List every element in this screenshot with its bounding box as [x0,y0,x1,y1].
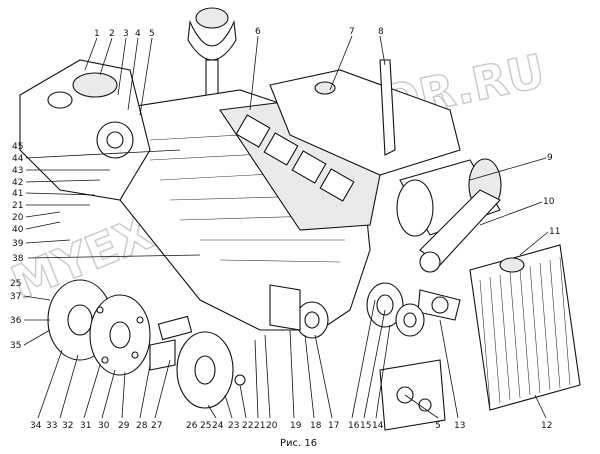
callout-12: 12 [541,421,552,431]
callout-25-left: 25 [10,279,21,289]
callout-17: 17 [328,421,339,431]
callout-36: 36 [10,316,22,326]
callout-34: 34 [30,421,42,431]
callout-3: 3 [123,29,129,39]
callout-21-left: 21 [12,201,23,211]
fuel-tank [269,59,461,176]
callout-9: 9 [547,153,553,163]
callout-38: 38 [12,254,24,264]
callout-11: 11 [549,227,560,237]
callout-35: 35 [10,341,21,351]
leader-lines [23,35,549,419]
callout-8: 8 [378,27,384,37]
radiator [469,244,581,411]
callout-15: 15 [360,421,371,431]
callout-labels: 1 2 3 4 5 6 7 8 9 10 11 12 13 5 14 15 16… [10,27,560,431]
callout-40: 40 [12,225,24,235]
callout-7: 7 [349,27,355,37]
callout-1: 1 [94,29,100,39]
callout-20-left: 20 [12,213,24,223]
callout-42: 42 [12,178,23,188]
callout-39: 39 [12,239,24,249]
fan [417,289,461,321]
callout-19: 19 [290,421,302,431]
callout-24: 24 [212,421,224,431]
callout-26: 26 [186,421,198,431]
callout-32: 32 [62,421,73,431]
callout-28: 28 [136,421,148,431]
callout-5-inset: 5 [435,421,441,431]
callout-22: 22 [242,421,253,431]
crank-pulleys [366,282,425,337]
callout-33: 33 [46,421,57,431]
fan-belt [419,189,501,273]
callout-29: 29 [118,421,130,431]
callout-23: 23 [228,421,239,431]
exploded-clutch-parts [47,279,246,409]
callout-37: 37 [10,292,21,302]
callout-18: 18 [310,421,322,431]
transmission-housing [19,59,151,201]
callout-4: 4 [135,29,141,39]
callout-13: 13 [454,421,465,431]
hydraulic-pump [269,284,329,339]
callout-6: 6 [255,27,261,37]
callout-31: 31 [80,421,91,431]
callout-10: 10 [543,197,555,207]
figure-caption: Рис. 16 [280,438,317,449]
callout-14: 14 [372,421,384,431]
callout-20: 20 [266,421,278,431]
callout-2: 2 [109,29,115,39]
callout-30: 30 [98,421,110,431]
callout-45: 45 [12,142,23,152]
callout-41: 41 [12,189,23,199]
callout-21: 21 [254,421,265,431]
inset-detail [379,359,446,431]
callout-16: 16 [348,421,360,431]
callout-25: 25 [200,421,211,431]
callout-5: 5 [149,29,155,39]
callout-27: 27 [151,421,162,431]
callout-43: 43 [12,166,23,176]
callout-44: 44 [12,154,24,164]
